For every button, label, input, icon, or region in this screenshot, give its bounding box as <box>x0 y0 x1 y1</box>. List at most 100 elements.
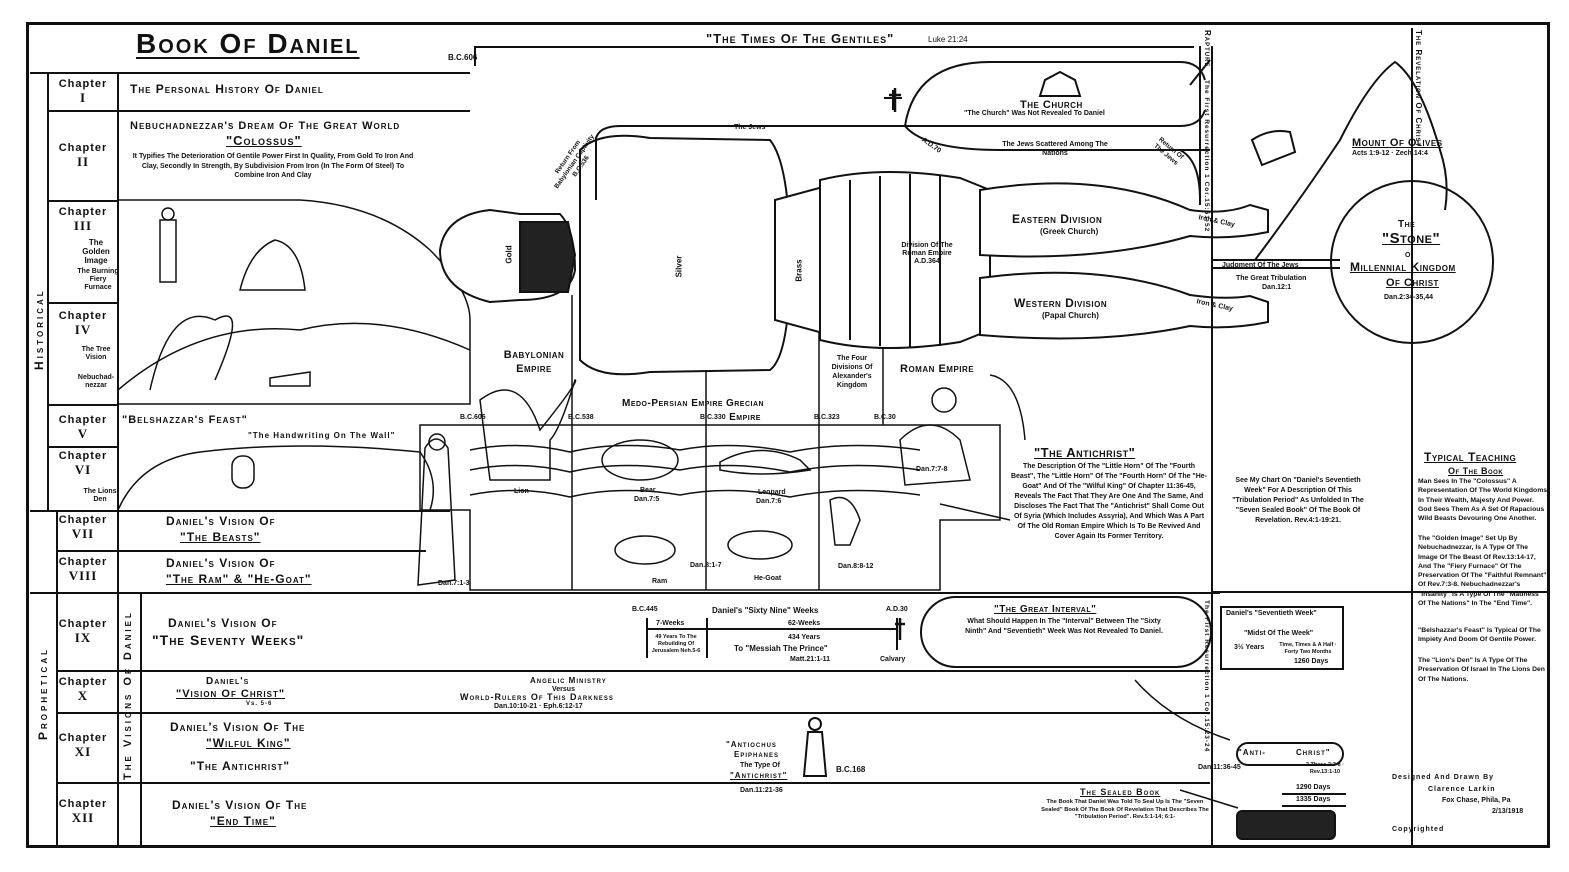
chapter-12-text2: "End Time" <box>210 814 276 828</box>
great-interval-box <box>920 596 1212 668</box>
date-label: 2/13/1918 <box>1492 808 1524 815</box>
lion-label: Lion <box>514 488 529 495</box>
antiochus-line3: The Type Of <box>740 762 780 769</box>
copyright-label: Copyrighted <box>1392 826 1445 833</box>
row-line <box>30 592 1220 594</box>
seventy-weeks-end <box>896 618 898 650</box>
antiochus-ref: Dan.11:21-36 <box>740 787 783 794</box>
bc330-label: B.C.330 <box>700 414 726 421</box>
church-cross-icon <box>888 88 902 112</box>
row-line <box>47 446 117 448</box>
church-title: The Church <box>1020 99 1083 111</box>
sealed-book-scroll-icon <box>1236 810 1336 840</box>
row-line <box>56 782 1210 784</box>
chapter-11-text2: "Wilful King" <box>206 736 291 750</box>
days-line-2 <box>1282 805 1346 807</box>
col-line-3 <box>140 592 142 848</box>
stone-ref: Dan.2:34-35,44 <box>1384 294 1434 301</box>
forty-nine-years-label: 49 Years To The Rebuilding Of Jerusalem … <box>651 634 701 654</box>
the-jews-label: The Jews <box>734 124 766 131</box>
babylonian-empire-label: Babylonian Empire <box>503 349 565 375</box>
brass-label: Brass <box>794 259 804 282</box>
row-line <box>56 550 426 552</box>
bear-ref: Dan.7:5 <box>634 496 660 503</box>
row-line <box>47 110 470 112</box>
first-resurrection-upper: The First Resurrection 1 Cor.15:51-52 <box>1203 80 1210 233</box>
antichrist-lower-box <box>1236 742 1344 766</box>
row-line <box>47 200 117 202</box>
papal-church-label: (Papal Church) <box>1042 311 1099 320</box>
medo-persian-empire-label: Medo-Persian Empire <box>622 398 724 409</box>
ram-ref: Dan.8:1-7 <box>690 562 722 569</box>
chapter-10-text: Daniel's <box>206 676 250 687</box>
roman-empire-label: Roman Empire <box>900 363 975 375</box>
typical-teaching-p2: The "Golden Image" Set Up By Nebuchadnez… <box>1418 535 1547 608</box>
col-line-1 <box>47 72 49 512</box>
eastern-division-label: Eastern Division <box>1012 212 1103 226</box>
visions-of-daniel-label: The Visions Of Daniel <box>122 610 134 780</box>
calvary-cross-icon <box>894 618 906 640</box>
sixty-nine-weeks-title: Daniel's "Sixty Nine" Weeks <box>712 606 819 615</box>
chapter-5-text: "Belshazzar's Feast" <box>122 414 248 426</box>
chapter-5-text2: "The Handwriting On The Wall" <box>248 431 396 440</box>
great-tribulation-ref: Dan.12:1 <box>1262 284 1292 291</box>
typical-teaching-p1: Man Sees In The "Colossus" A Representat… <box>1418 478 1548 523</box>
bc538-label: B.C.538 <box>568 414 594 421</box>
chapter-8-text: Daniel's Vision Of <box>166 556 276 570</box>
chapter-4-text: The Tree Vision <box>81 346 111 361</box>
days-1335-label: 1335 Days <box>1296 796 1331 803</box>
time-times-label: Time, Times & A Half · Forty Two Months <box>1279 642 1337 655</box>
row-line <box>56 670 1210 672</box>
row-line <box>47 302 117 304</box>
times-of-gentiles-label: "The Times Of The Gentiles" <box>706 31 895 46</box>
chapter-9-text2: "The Seventy Weeks" <box>152 632 305 648</box>
of-christ-label: Of Christ <box>1386 277 1439 289</box>
greek-church-label: (Greek Church) <box>1040 227 1099 236</box>
four-thirty-four-years-label: 434 Years <box>788 634 821 641</box>
row-line <box>30 510 450 512</box>
western-division-label: Western Division <box>1014 296 1108 310</box>
prophetical-label: Prophetical <box>36 646 50 740</box>
great-interval-text: What Should Happen In The "Interval" Bet… <box>965 618 1163 635</box>
bc323-label: B.C.323 <box>814 414 840 421</box>
designed-by-label: Designed And Drawn By <box>1392 774 1495 781</box>
stone-or: Or <box>1405 252 1414 259</box>
great-tribulation-label: The Great Tribulation <box>1236 275 1307 282</box>
typical-teaching-p4: The "Lion's Den" Is A Type Of The Preser… <box>1418 657 1545 683</box>
times-line-start <box>474 46 476 66</box>
three-half-years: 3½ Years <box>1234 644 1265 651</box>
roman-division-label: Division Of The Roman Empire A.D.364 <box>901 242 953 265</box>
chapter-2-colossus: "Colossus" <box>226 133 302 148</box>
row-line <box>47 404 117 406</box>
chapter-11-text3: "The Antichrist" <box>190 759 291 773</box>
jews-scattered-label: The Jews Scattered Among The Nations <box>1002 141 1108 157</box>
days-1260-label: 1260 Days <box>1294 658 1329 665</box>
sealed-book-text: The Book That Daniel Was Told To Seal Up… <box>1041 799 1209 820</box>
antiochus-line2: Epiphanes <box>734 750 780 759</box>
bc606-empire: B.C.606 <box>460 414 486 421</box>
chapter-10-ref: Vs. 5-6 <box>246 701 273 707</box>
antiochus-line4: "Antichrist" <box>730 771 788 780</box>
bc445-label: B.C.445 <box>632 606 658 613</box>
great-interval-title: "The Great Interval" <box>994 604 1097 615</box>
sealed-book-title: The Sealed Book <box>1080 787 1161 797</box>
christ-label: Christ" <box>1296 748 1331 757</box>
first-resurrection-lower: The First Resurrection 1 Cor.15:23-24 <box>1203 600 1210 753</box>
dan-7-7-8-ref: Dan.7:7-8 <box>916 466 948 473</box>
messiah-prince-label: To "Messiah The Prince" <box>734 644 828 653</box>
angelic-versus: Versus <box>552 686 575 693</box>
ram-label: Ram <box>652 578 668 585</box>
row-line <box>30 72 470 74</box>
world-rulers-label: World-Rulers Of This Darkness <box>460 692 614 702</box>
chapter-2-note: It Typifies The Deterioration Of Gentile… <box>132 153 414 179</box>
chapter-2-text: Nebuchadnezzar's Dream Of The Great Worl… <box>130 120 401 132</box>
millennial-kingdom-label: Millennial Kingdom <box>1350 260 1456 274</box>
chapter-6-text: The Lions Den <box>83 488 117 503</box>
angelic-ministry-title: Angelic Ministry <box>530 676 607 685</box>
